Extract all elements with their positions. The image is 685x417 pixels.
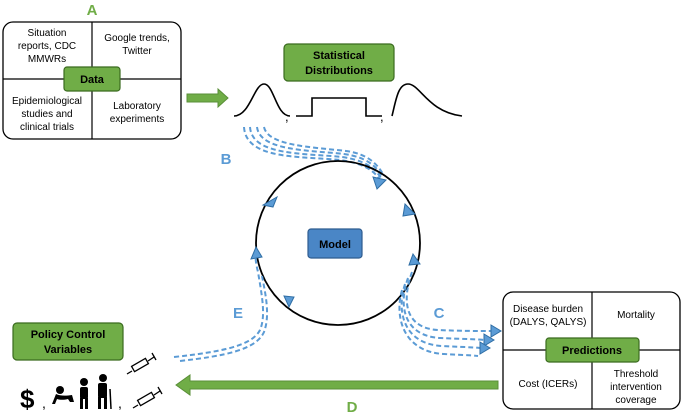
green-arrow-data-to-distributions bbox=[186, 87, 229, 109]
green-arrow-predictions-to-policy bbox=[175, 374, 499, 396]
predictions-title: Predictions bbox=[562, 345, 622, 357]
dist-separator-2: , bbox=[380, 109, 384, 124]
cycle-marker-1 bbox=[372, 176, 387, 190]
panel-letter-b: B bbox=[221, 151, 232, 168]
baby-icon bbox=[52, 386, 74, 404]
pred-bottom-right-line-3: coverage bbox=[615, 395, 657, 406]
data-top-left-line-1: Situation bbox=[28, 28, 67, 39]
skewed-distribution-curve bbox=[391, 83, 463, 117]
data-bottom-left-line-2: studies and bbox=[21, 109, 72, 120]
data-top-left-line-2: reports, CDC bbox=[18, 41, 76, 52]
stat-dist-title-line-2: Distributions bbox=[305, 65, 373, 77]
predictions-box: Disease burden (DALYS, QALYS) Mortality … bbox=[502, 291, 681, 410]
dashed-arrows-c bbox=[398, 271, 493, 357]
model-label: Model bbox=[319, 239, 351, 251]
elderly-icon bbox=[98, 374, 112, 410]
panel-letter-a: A bbox=[87, 2, 98, 19]
data-box: Situation reports, CDC MMWRs Google tren… bbox=[2, 21, 182, 140]
syringe-icon-top bbox=[126, 352, 157, 375]
pred-top-right-line-1: Mortality bbox=[617, 310, 655, 321]
dashed-arrows-b bbox=[243, 126, 384, 181]
syringe-icon-bottom bbox=[132, 386, 163, 409]
pred-bottom-right-line-1: Threshold bbox=[614, 369, 658, 380]
c-arrowhead-2 bbox=[483, 333, 495, 347]
data-bottom-right-line-2: experiments bbox=[110, 114, 164, 125]
stat-dist-title-box bbox=[283, 43, 395, 82]
dollar-icon: $ bbox=[20, 384, 35, 414]
policy-separator-1: , bbox=[42, 395, 46, 411]
dist-separator-1: , bbox=[285, 109, 289, 124]
cycle-marker-3 bbox=[408, 252, 421, 266]
c-arrowhead-1 bbox=[490, 324, 502, 338]
cycle-marker-4 bbox=[283, 295, 295, 309]
c-arrowhead-3 bbox=[479, 341, 491, 355]
data-bottom-left-line-3: clinical trials bbox=[20, 122, 74, 133]
policy-separator-2: , bbox=[118, 395, 122, 411]
policy-title-line-1: Policy Control bbox=[31, 329, 106, 341]
model-box bbox=[307, 228, 363, 259]
cycle-marker-2 bbox=[402, 202, 417, 217]
data-top-left-line-3: MMWRs bbox=[28, 54, 66, 65]
model-cycle-circle bbox=[255, 160, 421, 326]
panel-letter-e: E bbox=[233, 305, 243, 322]
data-bottom-right-line-1: Laboratory bbox=[113, 101, 161, 112]
uniform-distribution-curve bbox=[296, 97, 382, 117]
policy-title-line-2: Variables bbox=[44, 344, 92, 356]
dashed-arrows-e bbox=[173, 251, 269, 362]
data-top-right-line-2: Twitter bbox=[122, 46, 152, 57]
data-bottom-left-line-1: Epidemiological bbox=[12, 96, 82, 107]
adult-icon bbox=[80, 378, 88, 409]
policy-title-box bbox=[12, 322, 124, 361]
pred-top-left-line-2: (DALYS, QALYS) bbox=[510, 317, 587, 328]
stat-dist-title-line-1: Statistical bbox=[313, 50, 365, 62]
data-top-right-line-1: Google trends, bbox=[104, 33, 170, 44]
panel-letter-d: D bbox=[347, 399, 358, 416]
pred-top-left-line-1: Disease burden bbox=[513, 304, 583, 315]
predictions-title-box bbox=[545, 337, 640, 363]
data-title: Data bbox=[80, 74, 105, 86]
pred-bottom-right-line-2: intervention bbox=[610, 382, 662, 393]
data-title-box bbox=[63, 66, 121, 92]
cycle-marker-6 bbox=[261, 195, 278, 208]
normal-distribution-curve bbox=[233, 83, 291, 117]
panel-letter-c: C bbox=[434, 305, 445, 322]
pred-bottom-left-line-1: Cost (ICERs) bbox=[519, 379, 578, 390]
